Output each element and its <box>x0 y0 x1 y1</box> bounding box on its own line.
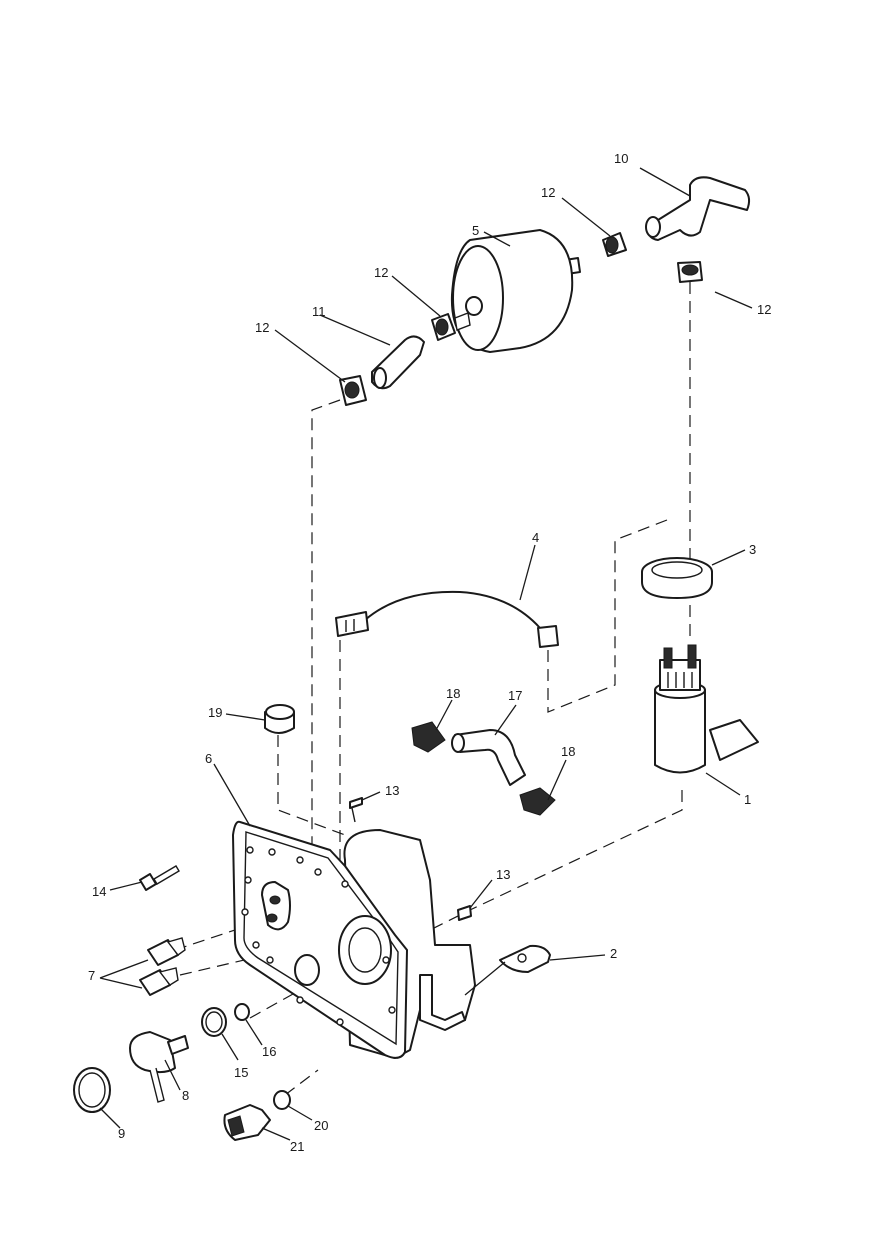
callout-7: 7 <box>88 968 95 983</box>
callout-21: 21 <box>290 1139 304 1154</box>
hose-clip-left <box>339 375 367 406</box>
hose-clip-upper-right <box>602 232 627 257</box>
hose-clip-right <box>677 261 703 283</box>
callout-18-right: 18 <box>561 744 575 759</box>
callout-8: 8 <box>182 1088 189 1103</box>
callout-3: 3 <box>749 542 756 557</box>
pump-bracket-plate <box>499 944 551 973</box>
filter-inlet-hose <box>371 335 425 390</box>
pressure-regulator <box>129 1031 189 1103</box>
o-ring-large <box>201 1007 227 1037</box>
o-ring-sensor <box>273 1090 291 1110</box>
o-ring-small <box>234 1003 250 1021</box>
hose-clip-filter-inlet <box>431 313 456 341</box>
callout-16: 16 <box>262 1044 276 1059</box>
callout-19: 19 <box>208 705 222 720</box>
hose-clip-18-left <box>411 721 446 753</box>
callout-2: 2 <box>610 946 617 961</box>
callout-13-lower: 13 <box>496 867 510 882</box>
circlip <box>73 1067 111 1113</box>
pump-hose <box>451 729 526 786</box>
callout-labels: 1 2 3 4 5 6 7 8 9 10 11 12 12 12 12 13 1… <box>88 151 771 1154</box>
fuel-filter <box>450 229 581 353</box>
callout-18-left: 18 <box>446 686 460 701</box>
callout-4: 4 <box>532 530 539 545</box>
callout-5: 5 <box>472 223 479 238</box>
callout-14: 14 <box>92 884 106 899</box>
rubber-mount <box>264 704 295 734</box>
callout-12-top: 12 <box>541 185 555 200</box>
fuel-level-sensor <box>223 1104 271 1141</box>
pump-seal <box>641 557 713 599</box>
hose-clip-18-right <box>519 787 556 816</box>
wiring-harness <box>335 590 559 648</box>
callout-12-right: 12 <box>757 302 771 317</box>
callout-10: 10 <box>614 151 628 166</box>
callout-12-mid: 12 <box>374 265 388 280</box>
callout-6: 6 <box>205 751 212 766</box>
outlet-hose-elbow <box>645 176 751 241</box>
screw-upper <box>349 797 363 823</box>
fuel-pump <box>654 644 759 774</box>
callout-17: 17 <box>508 688 522 703</box>
callout-11: 11 <box>312 304 326 319</box>
callout-1: 1 <box>744 792 751 807</box>
callout-13-upper: 13 <box>385 783 399 798</box>
callout-leaders <box>99 167 753 1141</box>
callout-12-left: 12 <box>255 320 269 335</box>
callout-9: 9 <box>118 1126 125 1141</box>
pump-mounting-plate <box>232 820 476 1059</box>
electrical-connector-lower <box>139 967 179 996</box>
mounting-bolt <box>139 865 180 891</box>
electrical-connector-upper <box>147 937 186 966</box>
screw-lower <box>457 905 472 921</box>
callout-20: 20 <box>314 1118 328 1133</box>
callout-15: 15 <box>234 1065 248 1080</box>
